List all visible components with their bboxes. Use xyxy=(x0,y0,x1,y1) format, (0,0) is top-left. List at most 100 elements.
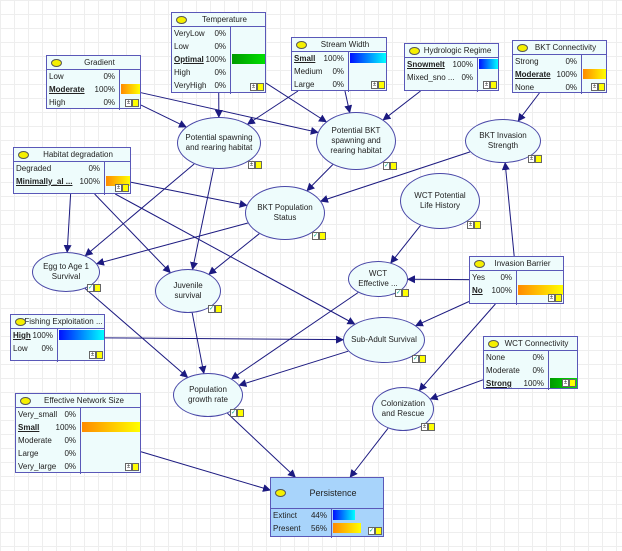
edge-bkt-population-to-egg-survival xyxy=(95,222,248,266)
expand-icon[interactable]: ± xyxy=(89,351,103,359)
node-status-icon xyxy=(474,260,485,268)
expand-icon[interactable]: ± xyxy=(125,463,139,471)
expand-icon[interactable]: ± xyxy=(483,81,497,89)
edge-habitat-degradation-to-juvenile-survival xyxy=(94,193,171,274)
checked-icon[interactable]: ✓ xyxy=(208,305,222,313)
node-wct-effective[interactable]: WCT Effective ...✓ xyxy=(348,261,409,297)
node-potential-bkt[interactable]: Potential BKT spawning and rearing habit… xyxy=(316,112,397,170)
state-label: Yes xyxy=(472,273,486,282)
node-bkt-population[interactable]: BKT Population Status✓ xyxy=(245,186,326,240)
state-label: Present xyxy=(273,524,301,533)
belief-bar xyxy=(59,330,104,340)
state-percent: 100% xyxy=(79,177,100,186)
belief-bar xyxy=(121,84,140,94)
node-label: WCT Potential Life History xyxy=(414,191,466,210)
expand-icon[interactable]: ± xyxy=(421,423,435,431)
expand-icon[interactable]: ± xyxy=(467,221,481,229)
edge-pop-growth-to-persistence xyxy=(227,412,296,478)
state-percent: 100% xyxy=(523,379,544,388)
state-percent: 0% xyxy=(461,73,473,82)
expand-icon[interactable]: ± xyxy=(250,83,264,91)
checked-icon[interactable]: ✓ xyxy=(230,409,244,417)
node-status-icon xyxy=(20,397,31,405)
edge-bkt-invasion-to-bkt-population xyxy=(319,151,471,203)
edge-potential-bkt-to-bkt-population xyxy=(306,164,334,192)
state-percent: 100% xyxy=(55,423,76,432)
node-wct-life-history[interactable]: WCT Potential Life History ± xyxy=(400,173,481,229)
checked-icon[interactable]: ✓ xyxy=(368,527,382,535)
checked-icon[interactable]: ✓ xyxy=(412,355,426,363)
state-row[interactable]: Minimally_al ...100% xyxy=(14,175,130,188)
edge-invasion-barrier-to-sub-adult xyxy=(414,301,470,327)
node-sub-adult[interactable]: Sub-Adult Survival✓ xyxy=(343,317,426,363)
state-row[interactable]: Mixed_sno ...0% xyxy=(405,71,498,84)
belief-bar-column xyxy=(119,70,140,110)
checked-icon[interactable]: ✓ xyxy=(312,232,326,240)
node-egg-survival[interactable]: Egg to Age 1 Survival ✓ xyxy=(32,252,101,292)
state-percent: 0% xyxy=(214,81,226,90)
expand-icon[interactable]: ± xyxy=(591,83,605,91)
expand-icon[interactable]: ± xyxy=(115,184,129,192)
node-pop-growth[interactable]: Population growth rate✓ xyxy=(173,373,244,417)
node-juvenile-survival[interactable]: Juvenile survival✓ xyxy=(155,269,222,313)
expand-icon[interactable]: ± xyxy=(528,155,542,163)
checked-icon[interactable]: ✓ xyxy=(395,289,409,297)
node-label: Egg to Age 1 Survival xyxy=(43,262,89,281)
checked-icon[interactable]: ✓ xyxy=(87,284,101,292)
node-bkt-invasion[interactable]: BKT Invasion Strength± xyxy=(465,119,542,163)
state-percent: 56% xyxy=(310,524,327,533)
edge-gradient-to-potential-spawning xyxy=(140,104,187,128)
node-colonization[interactable]: Colonization and Rescue± xyxy=(372,387,435,431)
state-row[interactable]: Present 56% xyxy=(271,522,383,535)
checked-icon[interactable]: ✓ xyxy=(383,162,397,170)
edge-temperature-to-potential-bkt xyxy=(265,82,327,123)
edge-gradient-to-potential-bkt xyxy=(140,92,319,135)
expand-icon[interactable]: ± xyxy=(248,161,262,169)
expand-icon[interactable]: ± xyxy=(125,99,139,107)
expand-icon[interactable]: ± xyxy=(371,81,385,89)
expand-icon[interactable]: ± xyxy=(548,294,562,302)
node-potential-spawning[interactable]: Potential spawning and rearing habitat± xyxy=(177,117,262,169)
expand-icon[interactable]: ± xyxy=(562,379,576,387)
